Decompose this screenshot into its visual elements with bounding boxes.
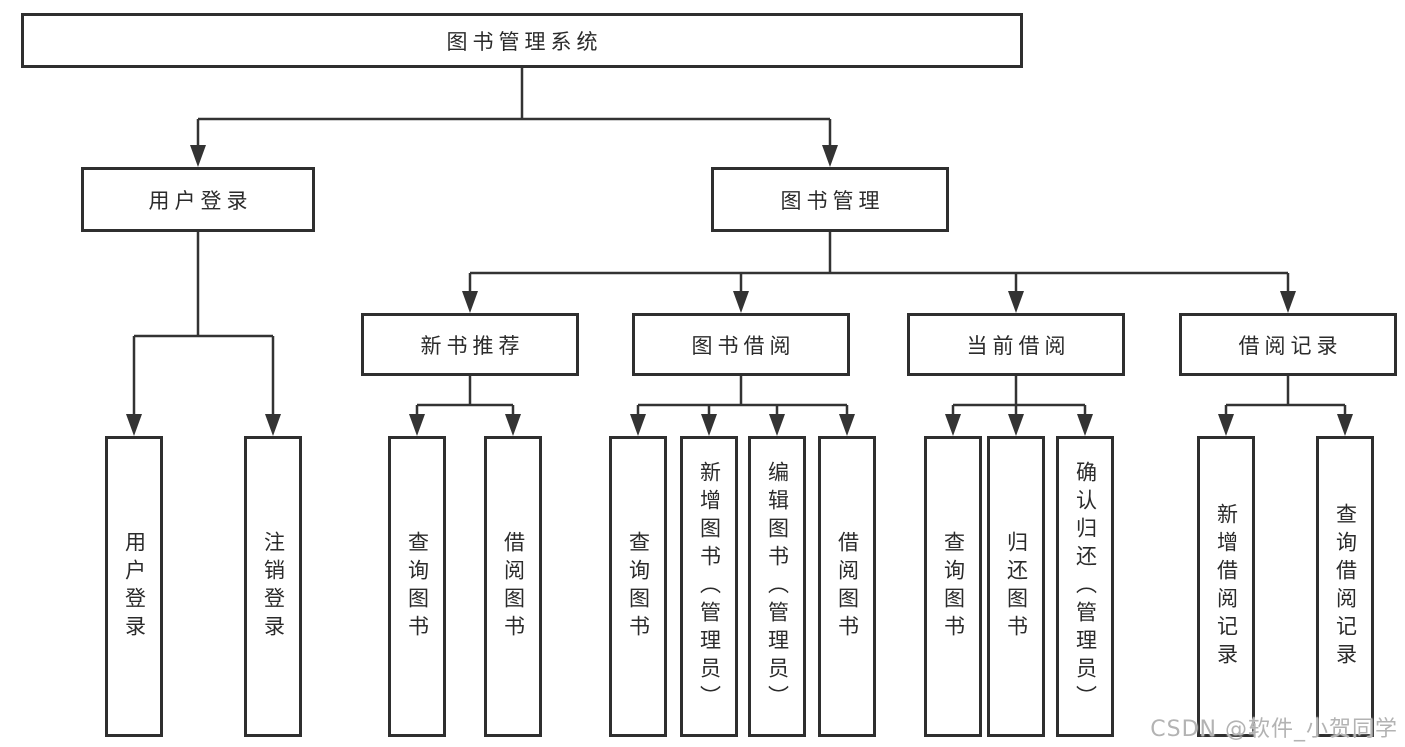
node-leaf-return-books: 归还图书 — [987, 436, 1045, 737]
node-leaf-confirm-return-admin: 确认归还（管理员） — [1056, 436, 1114, 737]
node-leaf-query-books-2-label: 查询图书 — [626, 530, 651, 643]
node-leaf-query-books-3-label: 查询图书 — [941, 530, 966, 643]
node-leaf-query-books-1: 查询图书 — [388, 436, 446, 737]
node-new-book-recommend: 新书推荐 — [361, 313, 579, 376]
node-leaf-query-books-1-label: 查询图书 — [405, 530, 430, 643]
node-book-management-label: 图书管理 — [780, 188, 885, 213]
node-leaf-return-books-label: 归还图书 — [1004, 530, 1029, 643]
node-user-login: 用户登录 — [81, 167, 315, 232]
node-root-label: 图书管理系统 — [446, 29, 603, 54]
node-leaf-add-books-admin-label: 新增图书（管理员） — [697, 460, 722, 713]
node-book-management: 图书管理 — [711, 167, 949, 232]
node-leaf-add-borrow-record: 新增借阅记录 — [1197, 436, 1255, 737]
node-leaf-logout-label: 注销登录 — [261, 530, 286, 643]
node-leaf-borrow-books-2-label: 借阅图书 — [835, 530, 860, 643]
node-book-borrow: 图书借阅 — [632, 313, 850, 376]
node-leaf-add-borrow-record-label: 新增借阅记录 — [1214, 502, 1239, 671]
node-leaf-query-borrow-record-label: 查询借阅记录 — [1333, 502, 1358, 671]
node-leaf-borrow-books-2: 借阅图书 — [818, 436, 876, 737]
node-root: 图书管理系统 — [21, 13, 1023, 68]
node-borrow-records-label: 借阅记录 — [1238, 333, 1343, 358]
node-leaf-query-borrow-record: 查询借阅记录 — [1316, 436, 1374, 737]
node-user-login-label: 用户登录 — [148, 188, 253, 213]
node-book-borrow-label: 图书借阅 — [691, 333, 796, 358]
node-leaf-user-login: 用户登录 — [105, 436, 163, 737]
node-current-borrow-label: 当前借阅 — [966, 333, 1071, 358]
node-current-borrow: 当前借阅 — [907, 313, 1125, 376]
node-borrow-records: 借阅记录 — [1179, 313, 1397, 376]
node-leaf-borrow-books-1: 借阅图书 — [484, 436, 542, 737]
node-leaf-edit-books-admin-label: 编辑图书（管理员） — [765, 460, 790, 713]
node-leaf-query-books-2: 查询图书 — [609, 436, 667, 737]
node-leaf-query-books-3: 查询图书 — [924, 436, 982, 737]
node-leaf-logout: 注销登录 — [244, 436, 302, 737]
node-new-book-recommend-label: 新书推荐 — [420, 333, 525, 358]
node-leaf-confirm-return-admin-label: 确认归还（管理员） — [1073, 460, 1098, 713]
node-leaf-user-login-label: 用户登录 — [122, 530, 147, 643]
node-leaf-edit-books-admin: 编辑图书（管理员） — [748, 436, 806, 737]
node-leaf-add-books-admin: 新增图书（管理员） — [680, 436, 738, 737]
watermark: CSDN @软件_小贺同学 — [1150, 717, 1398, 742]
node-leaf-borrow-books-1-label: 借阅图书 — [501, 530, 526, 643]
